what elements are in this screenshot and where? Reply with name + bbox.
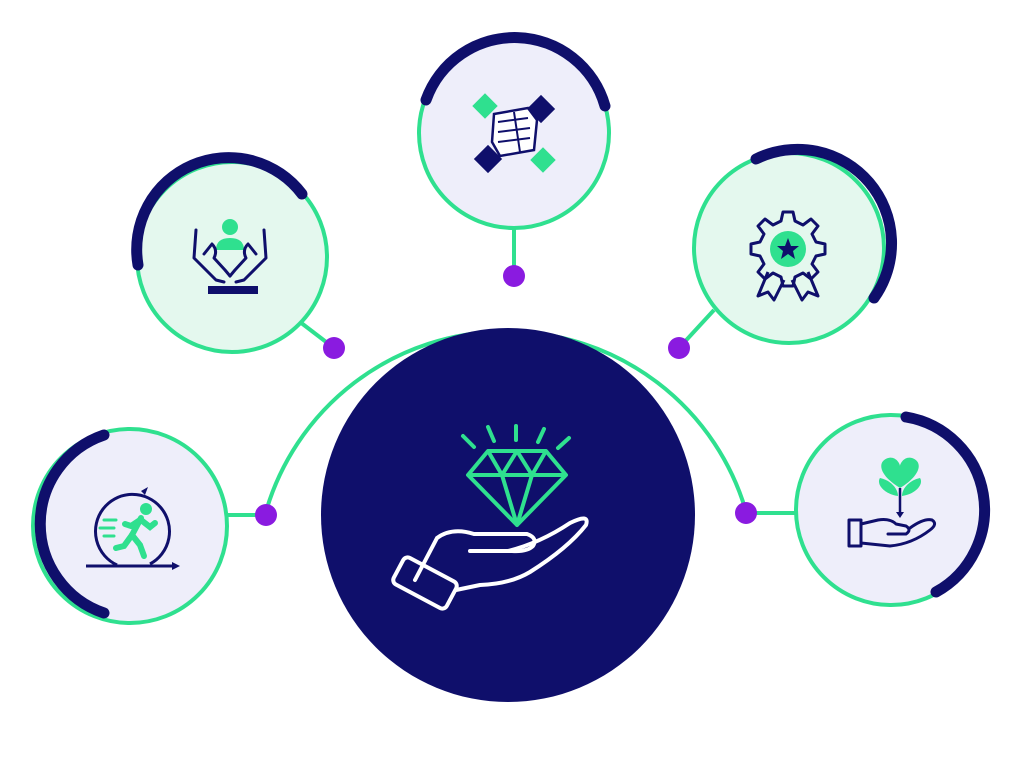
stacked-hands-icon	[472, 93, 556, 174]
node-teamwork	[417, 32, 611, 230]
node-excellence-arc	[750, 143, 898, 304]
junction-dot-teamwork	[503, 265, 525, 287]
junction-dot-sustainability	[735, 502, 757, 524]
diamond-in-hand-icon	[391, 424, 589, 611]
node-sustainability-arc	[900, 411, 990, 598]
hands-protecting-person-icon	[192, 219, 268, 294]
junction-dot-excellence	[668, 337, 690, 359]
node-care	[131, 152, 329, 354]
running-person-cycle-icon	[86, 487, 180, 570]
junction-dot-agility	[255, 504, 277, 526]
hand-with-heart-plant-icon	[847, 457, 937, 548]
node-sustainability	[794, 411, 990, 607]
node-agility	[31, 427, 229, 625]
node-teamwork-arc	[420, 32, 611, 112]
junction-dot-care	[323, 337, 345, 359]
node-agility-arc	[34, 429, 110, 619]
node-care-arc	[131, 152, 308, 271]
award-gear-badge-icon	[749, 210, 827, 302]
node-excellence	[692, 143, 898, 345]
